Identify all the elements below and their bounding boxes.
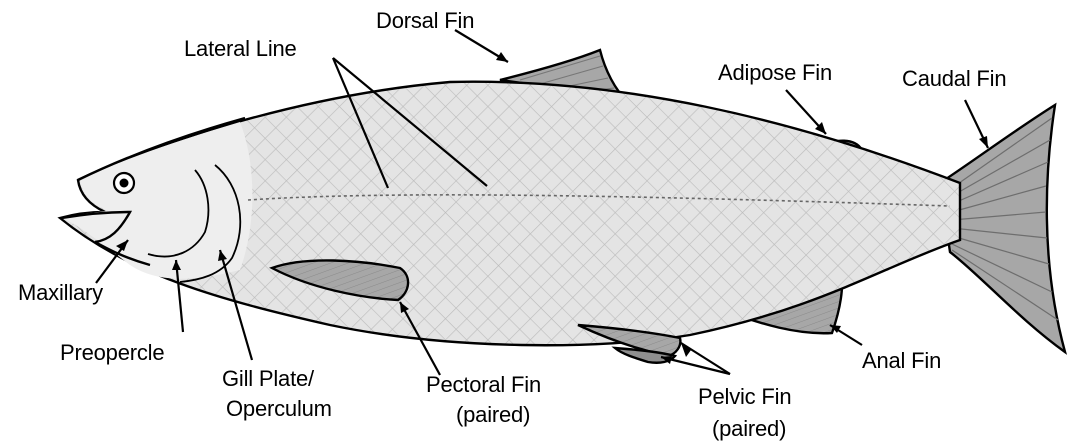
label-operculum: Operculum	[226, 396, 332, 421]
label-pectoral-paired: (paired)	[456, 402, 530, 427]
label-pelvic-paired: (paired)	[712, 416, 786, 441]
label-anal-fin: Anal Fin	[862, 348, 941, 373]
label-pelvic-fin: Pelvic Fin	[698, 384, 791, 409]
label-dorsal-fin: Dorsal Fin	[376, 8, 474, 33]
label-maxillary: Maxillary	[18, 280, 103, 305]
label-preopercle: Preopercle	[60, 340, 164, 365]
label-adipose-fin: Adipose Fin	[718, 60, 832, 85]
label-pectoral-fin: Pectoral Fin	[426, 372, 541, 397]
label-caudal-fin: Caudal Fin	[902, 66, 1006, 91]
label-lateral-line: Lateral Line	[184, 36, 297, 61]
label-gill-plate: Gill Plate/	[222, 366, 315, 391]
